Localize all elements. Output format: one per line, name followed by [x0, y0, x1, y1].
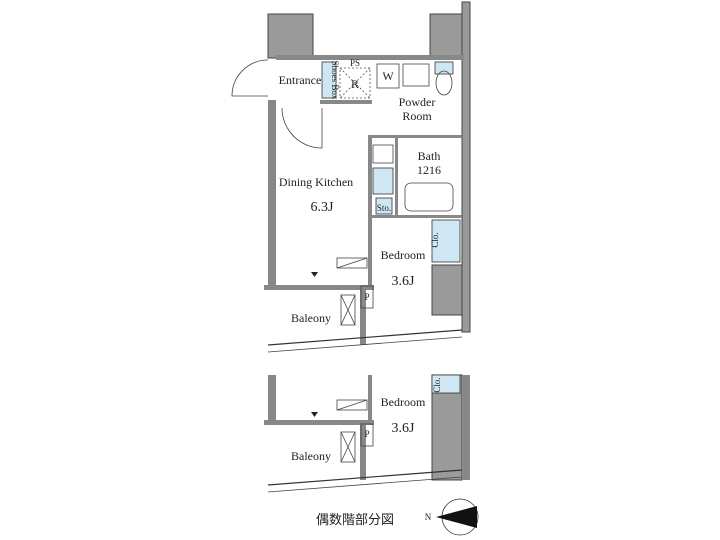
label-pipe: P — [364, 292, 369, 302]
partial-label-balcony: Baleony — [291, 449, 331, 463]
label-closet: Clo. — [430, 232, 440, 247]
partial-plan — [264, 374, 470, 493]
label-entrance: Entrance — [279, 73, 322, 87]
label-bath-size: 1216 — [417, 163, 441, 177]
label-bath: Bath — [418, 149, 441, 163]
compass-label: N — [425, 512, 432, 522]
label-dining-kitchen-size: 6.3J — [311, 200, 335, 215]
label-shoes-box: Shoes Box — [330, 61, 340, 100]
label-washer: W — [382, 69, 394, 83]
label-ps: PS — [350, 58, 360, 68]
partial-label-bedroom-size: 3.6J — [392, 421, 416, 436]
partial-label-pipe: P — [364, 429, 369, 439]
partial-label-bedroom: Bedroom — [381, 395, 426, 409]
label-bedroom-size: 3.6J — [392, 274, 416, 289]
partial-label-closet: Clo. — [432, 377, 442, 392]
label-storage: Sto. — [377, 203, 391, 213]
partial-plan-caption: 偶数階部分図 — [316, 513, 394, 528]
walls — [264, 1, 471, 353]
north-arrow-icon — [436, 498, 479, 536]
label-bedroom: Bedroom — [381, 248, 426, 262]
fixtures — [231, 59, 461, 326]
label-refrigerator: R — [351, 77, 359, 91]
label-powder-room-2: Room — [402, 109, 432, 123]
label-balcony: Baleony — [291, 311, 331, 325]
label-powder-room-1: Powder — [399, 95, 436, 109]
label-dining-kitchen: Dining Kitchen — [279, 175, 353, 189]
